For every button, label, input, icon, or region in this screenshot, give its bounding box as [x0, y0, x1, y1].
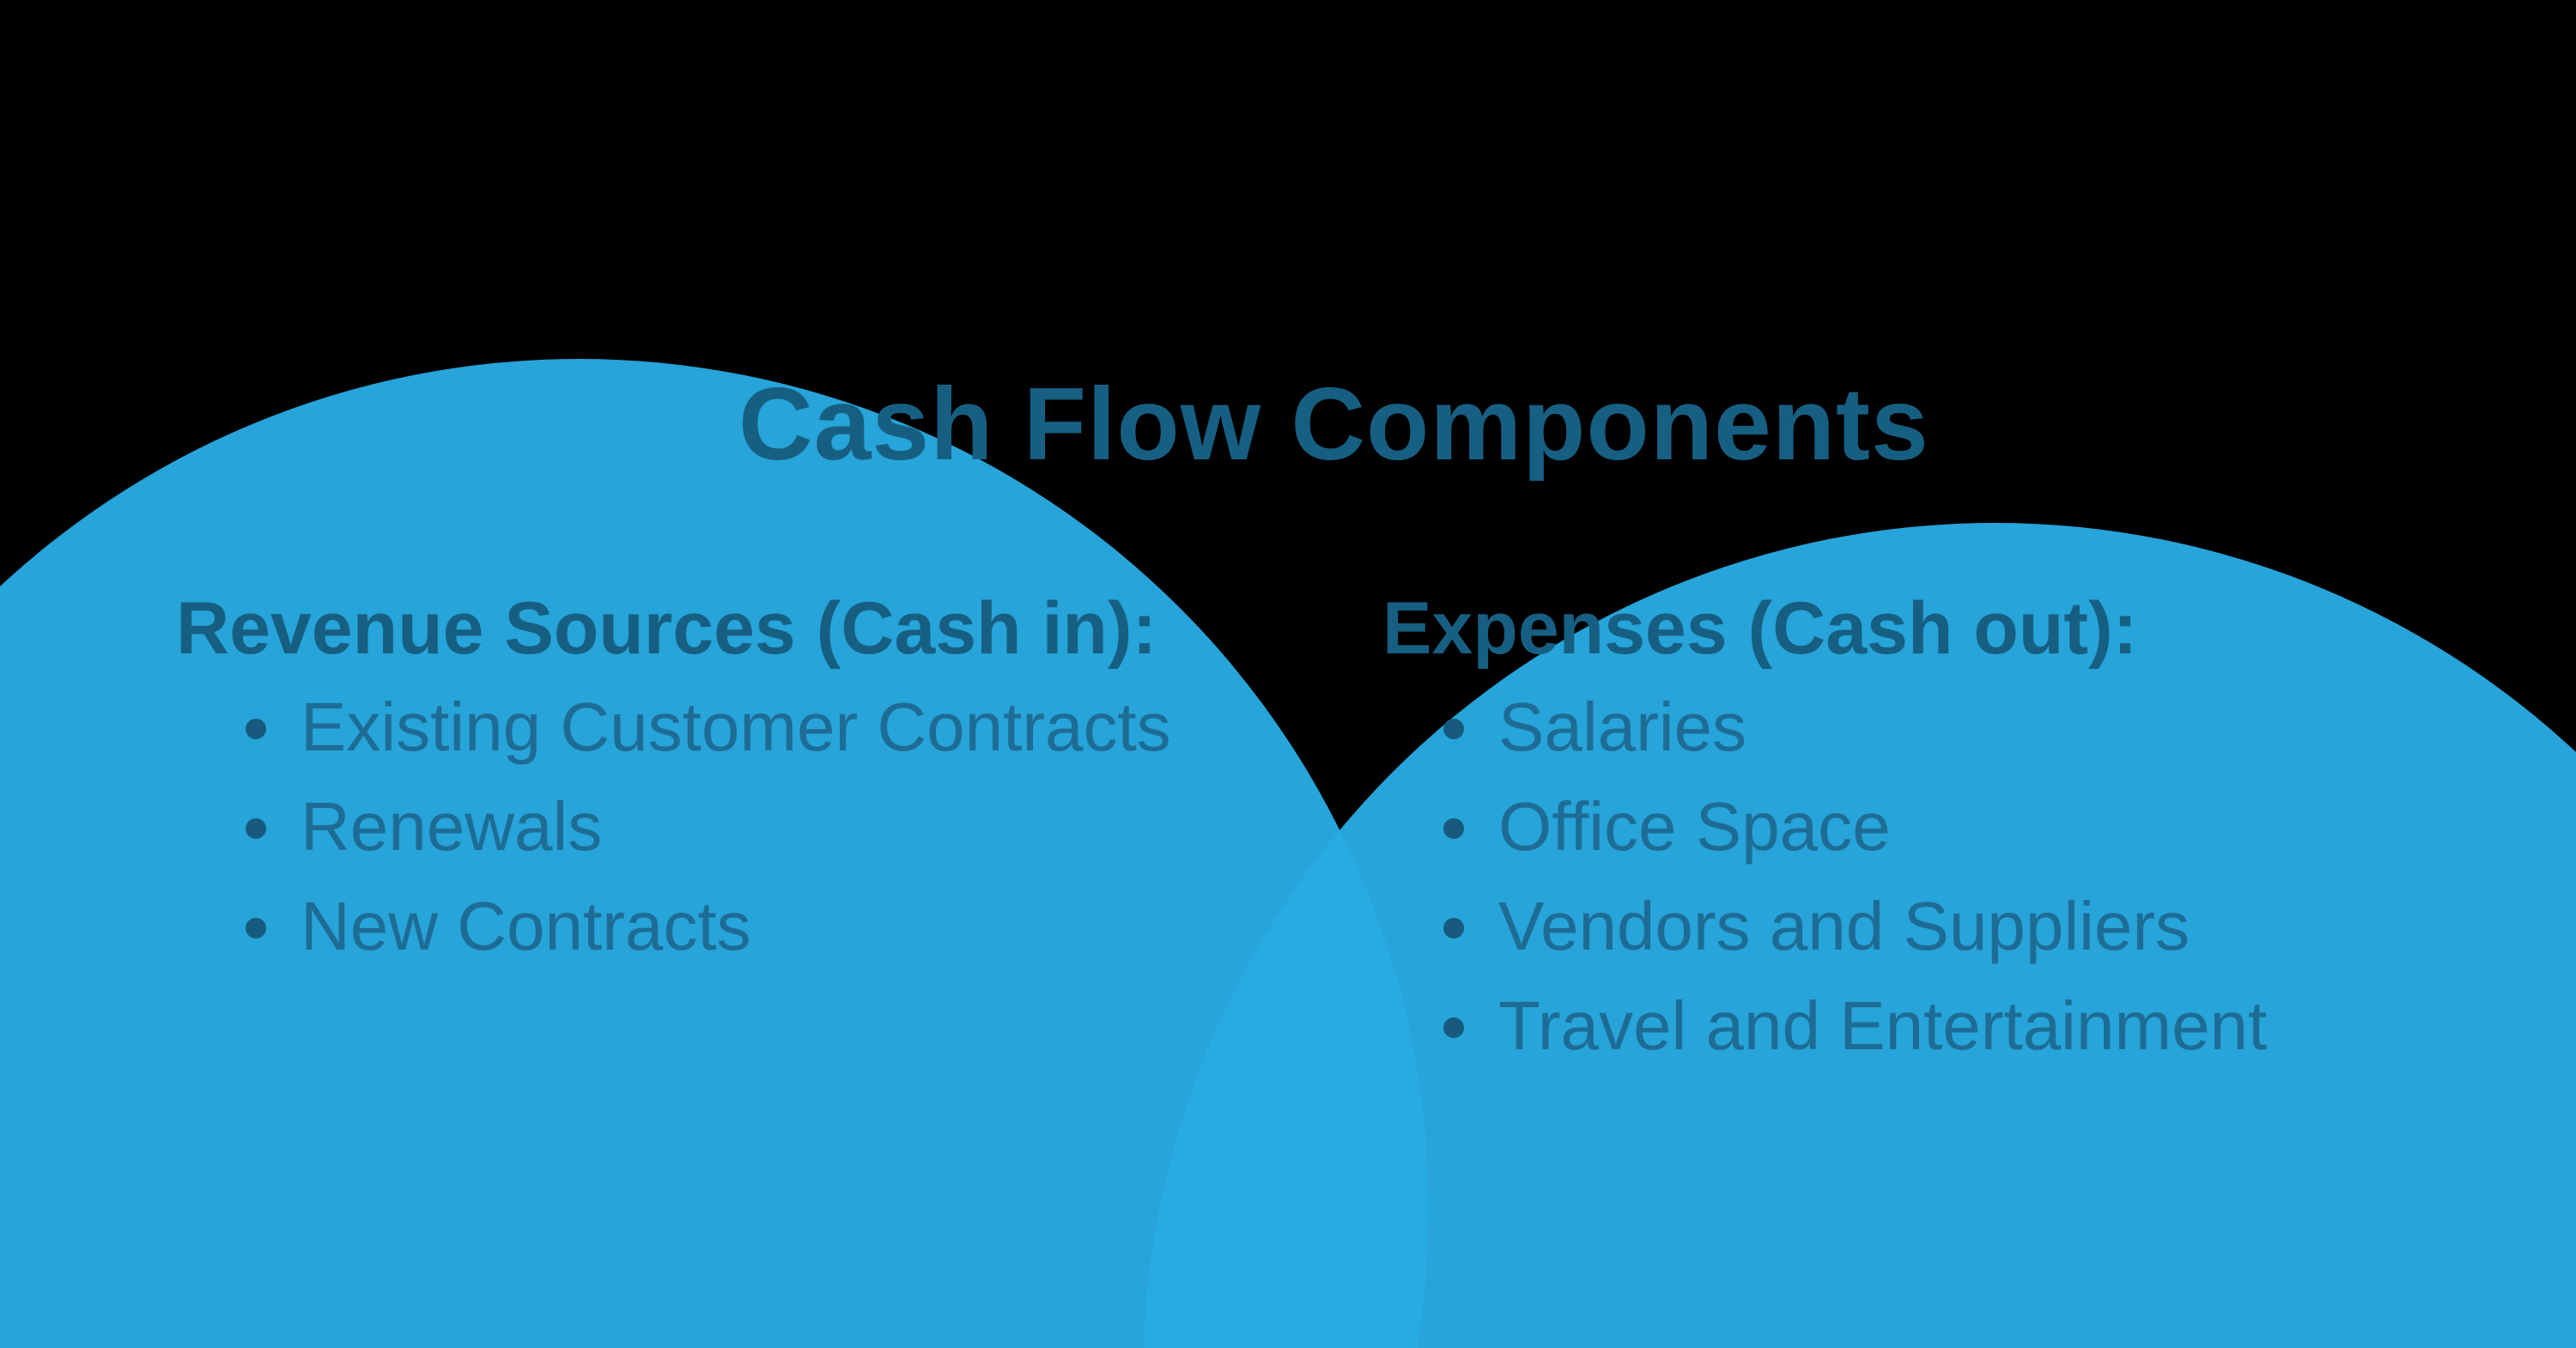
list-item: New Contracts — [246, 877, 1171, 976]
bullet-icon — [1443, 918, 1464, 938]
bullet-icon — [246, 918, 266, 938]
revenue-heading: Revenue Sources (Cash in): — [176, 587, 1157, 670]
revenue-list: Existing Customer Contracts Renewals New… — [246, 677, 1171, 976]
expenses-list: Salaries Office Space Vendors and Suppli… — [1443, 677, 2268, 1076]
list-item-label: Travel and Entertainment — [1498, 987, 2268, 1064]
list-item-label: Office Space — [1498, 788, 1891, 865]
bullet-icon — [1443, 818, 1464, 839]
bullet-icon — [246, 818, 266, 839]
bullet-icon — [246, 719, 266, 739]
bullet-icon — [1443, 1017, 1464, 1038]
list-item-label: Renewals — [301, 788, 603, 865]
list-item-label: Existing Customer Contracts — [301, 689, 1171, 765]
bullet-icon — [1443, 719, 1464, 739]
page-title: Cash Flow Components — [738, 367, 1929, 482]
list-item: Salaries — [1443, 677, 2267, 777]
list-item-label: New Contracts — [301, 888, 751, 964]
list-item-label: Vendors and Suppliers — [1498, 888, 2190, 964]
list-item: Vendors and Suppliers — [1443, 877, 2267, 976]
expenses-heading: Expenses (Cash out): — [1382, 587, 2138, 670]
list-item: Renewals — [246, 777, 1171, 877]
list-item: Existing Customer Contracts — [246, 677, 1171, 777]
list-item: Office Space — [1443, 777, 2267, 877]
list-item-label: Salaries — [1498, 689, 1747, 765]
list-item: Travel and Entertainment — [1443, 976, 2268, 1076]
